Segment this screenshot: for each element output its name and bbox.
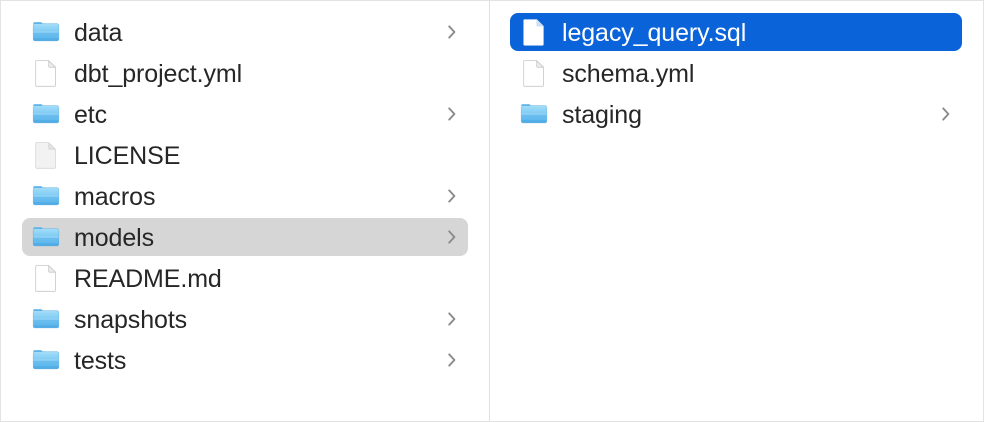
folder-icon [31, 99, 61, 129]
document-icon [31, 58, 61, 88]
folder-row[interactable]: etc [22, 95, 468, 133]
folder-icon [31, 304, 61, 334]
file-row[interactable]: README.md [22, 259, 468, 297]
folder-row[interactable]: tests [22, 341, 468, 379]
chevron-right-icon[interactable] [446, 187, 458, 205]
file-row[interactable]: legacy_query.sql [510, 13, 962, 51]
folder-icon [31, 17, 61, 47]
finder-column-two[interactable]: legacy_query.sql schema.yml staging [490, 1, 983, 421]
item-label: schema.yml [562, 59, 695, 88]
chevron-right-icon[interactable] [446, 351, 458, 369]
folder-row[interactable]: macros [22, 177, 468, 215]
item-label: models [74, 223, 154, 252]
item-label: data [74, 18, 123, 47]
item-label: legacy_query.sql [562, 18, 747, 47]
item-label: staging [562, 100, 642, 129]
folder-row[interactable]: snapshots [22, 300, 468, 338]
document-icon [31, 263, 61, 293]
item-label: tests [74, 346, 127, 375]
folder-row[interactable]: models [22, 218, 468, 256]
item-label: snapshots [74, 305, 188, 334]
item-label: LICENSE [74, 141, 181, 170]
document-icon [519, 58, 549, 88]
document-icon [519, 17, 549, 47]
folder-icon [31, 222, 61, 252]
finder-column-one[interactable]: data dbt_project.yml etc [1, 1, 490, 421]
chevron-right-icon[interactable] [446, 310, 458, 328]
document-plain-icon [31, 140, 61, 170]
file-row[interactable]: LICENSE [22, 136, 468, 174]
chevron-right-icon[interactable] [446, 23, 458, 41]
item-label: macros [74, 182, 156, 211]
item-label: README.md [74, 264, 222, 293]
folder-row[interactable]: staging [510, 95, 962, 133]
chevron-right-icon[interactable] [940, 105, 952, 123]
chevron-right-icon[interactable] [446, 228, 458, 246]
folder-icon [31, 345, 61, 375]
chevron-right-icon[interactable] [446, 105, 458, 123]
folder-icon [519, 99, 549, 129]
item-label: dbt_project.yml [74, 59, 243, 88]
item-label: etc [74, 100, 108, 129]
file-row[interactable]: schema.yml [510, 54, 962, 92]
folder-icon [31, 181, 61, 211]
folder-row[interactable]: data [22, 13, 468, 51]
file-row[interactable]: dbt_project.yml [22, 54, 468, 92]
